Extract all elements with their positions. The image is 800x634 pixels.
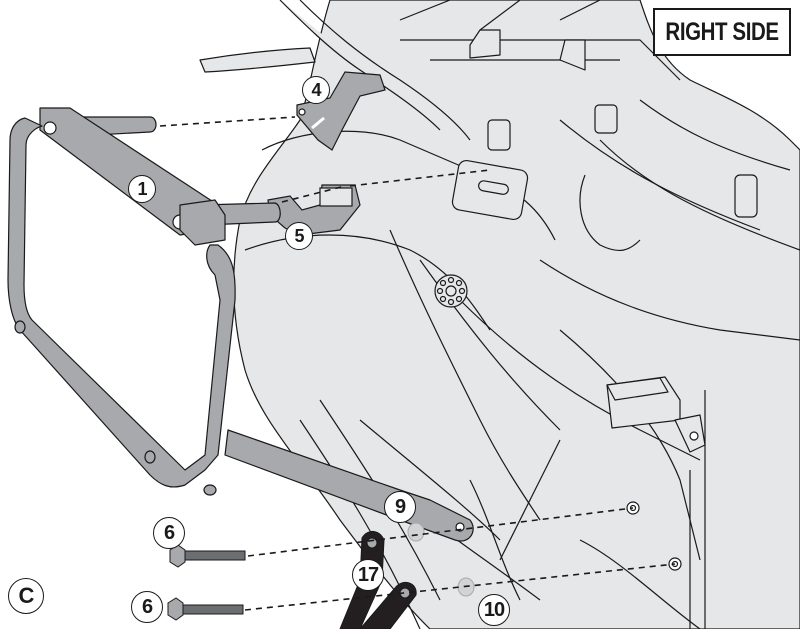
section-letter: C [8,578,44,614]
bracket-4 [296,71,386,151]
callout-part-6-lower: 6 [131,591,163,623]
motorcycle-body [199,0,800,630]
view-label-box: RIGHT SIDE [653,8,791,56]
assembly-guide-lines [159,116,676,611]
bolt-6-upper [169,544,246,568]
bracket-5 [267,184,361,236]
callout-part-6-upper: 6 [153,517,185,549]
callout-part-4: 4 [302,76,330,104]
spacers [407,522,475,597]
view-label: RIGHT SIDE [665,17,779,46]
callout-part-1: 1 [128,175,156,203]
callout-part-9: 9 [384,491,416,523]
bolt-6-lower [167,597,244,621]
callout-part-5: 5 [285,222,313,250]
callout-part-10: 10 [478,594,510,626]
callout-part-17: 17 [352,559,384,591]
